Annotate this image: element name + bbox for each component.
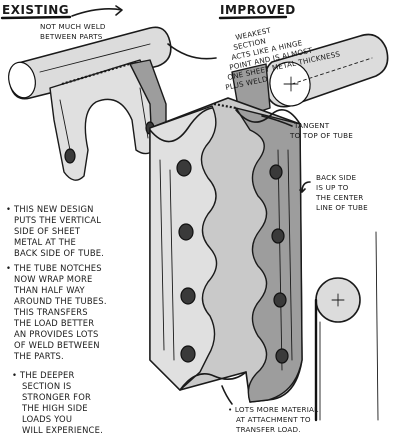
note-line: SIDE OF SHEET bbox=[14, 226, 81, 236]
improved-bracket-hole bbox=[269, 164, 283, 180]
note-line: TO TOP OF TUBE bbox=[289, 131, 353, 140]
note-line: • THE TUBE NOTCHES bbox=[6, 263, 102, 273]
note-line: BACK SIDE bbox=[316, 173, 357, 182]
note-line: BETWEEN PARTS bbox=[40, 32, 103, 41]
note-line: • THIS NEW DESIGN bbox=[6, 204, 94, 214]
note-deeper-section: • THE DEEPER SECTION IS STRONGER FOR THE… bbox=[12, 370, 103, 435]
side-view-detail bbox=[314, 231, 379, 422]
existing-tube-end bbox=[8, 61, 36, 99]
note-line: • THE DEEPER bbox=[12, 370, 75, 380]
note-line: PUTS THE VERTICAL bbox=[14, 215, 101, 225]
note-not-much-weld: NOT MUCH WELD BETWEEN PARTS bbox=[40, 22, 106, 41]
improved-top-notch-left bbox=[149, 107, 213, 143]
note-new-design: • THIS NEW DESIGN PUTS THE VERTICAL SIDE… bbox=[6, 204, 104, 258]
improved-bracket-hole bbox=[271, 228, 285, 244]
note-line: BACK SIDE OF TUBE. bbox=[14, 248, 104, 258]
note-line: TANGENT bbox=[293, 121, 330, 130]
note-line: OF WELD BETWEEN bbox=[14, 340, 100, 350]
improved-bracket-hole bbox=[275, 348, 289, 364]
note-line: • LOTS MORE MATERIAL bbox=[228, 405, 318, 414]
note-line: AROUND THE TUBES. bbox=[14, 296, 107, 306]
improved-bracket-drawing bbox=[149, 97, 303, 403]
existing-label: EXISTING bbox=[2, 3, 69, 17]
existing-weld-line bbox=[61, 60, 137, 86]
arrow-weakest bbox=[167, 43, 217, 60]
note-line: METAL AT THE bbox=[14, 237, 76, 247]
note-line: LINE OF TUBE bbox=[316, 203, 368, 212]
note-line: STRONGER FOR bbox=[22, 392, 91, 402]
note-tube-notches: • THE TUBE NOTCHES NOW WRAP MORE THAN HA… bbox=[6, 263, 107, 361]
improved-top-notch-right bbox=[235, 108, 301, 125]
arrow-lots-more-material bbox=[221, 385, 233, 405]
note-line: THE LOAD BETTER bbox=[13, 318, 94, 328]
improved-label: IMPROVED bbox=[220, 3, 296, 17]
improved-bracket-hole bbox=[176, 159, 192, 177]
note-line: LOADS YOU bbox=[22, 414, 72, 424]
note-line: AT ATTACHMENT TO bbox=[236, 415, 311, 424]
note-back-side: BACK SIDE IS UP TO THE CENTER LINE OF TU… bbox=[315, 173, 368, 212]
improved-bracket-hole bbox=[273, 292, 287, 308]
note-line: IS UP TO bbox=[316, 183, 349, 192]
side-view-outline bbox=[375, 231, 379, 421]
improved-bracket-hole bbox=[178, 223, 194, 241]
existing-design-drawing bbox=[8, 26, 172, 181]
improved-left-wing bbox=[149, 105, 218, 391]
note-line: TRANSFER LOAD. bbox=[235, 425, 301, 434]
note-line: AN PROVIDES LOTS bbox=[14, 329, 98, 339]
improved-bracket-hole bbox=[180, 345, 196, 363]
note-line: SECTION IS bbox=[22, 381, 71, 391]
improved-bottom-notch bbox=[179, 371, 247, 391]
note-line: THE CENTER bbox=[315, 193, 363, 202]
improved-bracket-hole bbox=[180, 287, 196, 305]
note-line: NOW WRAP MORE bbox=[14, 274, 93, 284]
note-line: THE HIGH SIDE bbox=[21, 403, 88, 413]
note-line: NOT MUCH WELD bbox=[40, 22, 106, 31]
arrow-back-side bbox=[299, 181, 311, 193]
note-line: THE PARTS. bbox=[13, 351, 64, 361]
note-line: WILL EXPERIENCE. bbox=[22, 425, 103, 435]
arrow-tangent bbox=[261, 115, 293, 127]
note-tangent: TANGENT TO TOP OF TUBE bbox=[289, 121, 353, 140]
note-lots-more-material: • LOTS MORE MATERIAL AT ATTACHMENT TO TR… bbox=[228, 405, 318, 434]
arrow-existing bbox=[71, 5, 123, 17]
existing-bracket-hole bbox=[64, 148, 76, 164]
improved-right-wing bbox=[235, 107, 303, 403]
note-line: THAN HALF WAY bbox=[13, 285, 86, 295]
note-line: THIS TRANSFERS bbox=[13, 307, 88, 317]
